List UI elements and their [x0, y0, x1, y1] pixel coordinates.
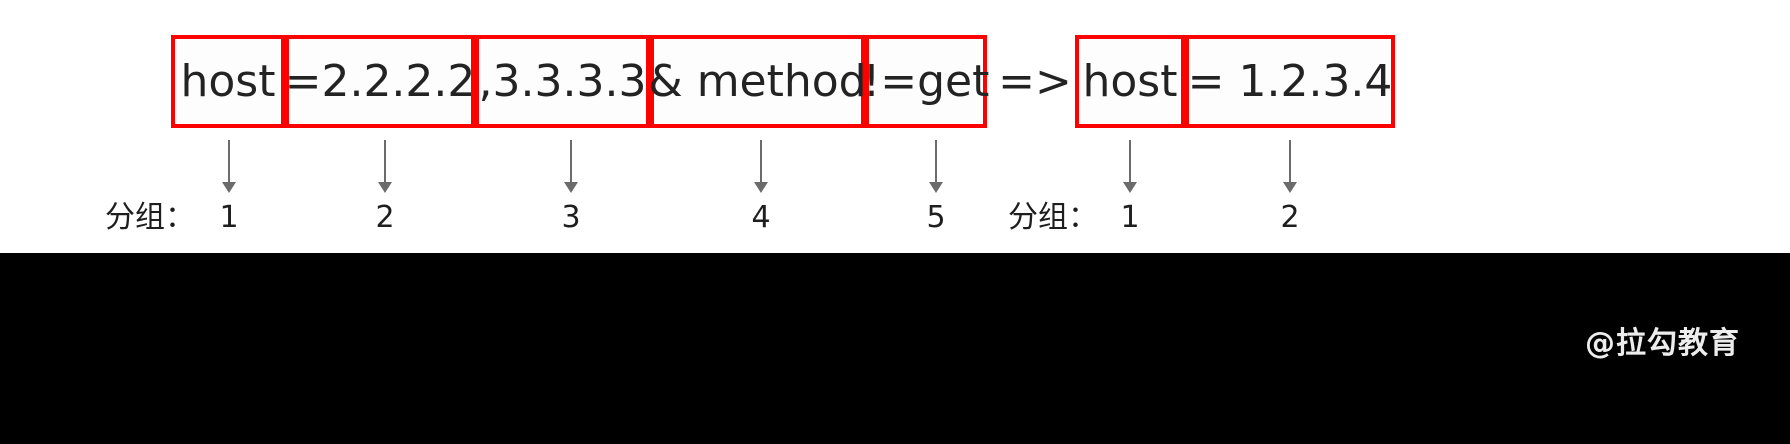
watermark-label: @拉勾教育 — [1585, 326, 1740, 361]
expression-token-equals-1234[interactable]: = 1.2.3.4 — [1185, 35, 1395, 128]
group-caption-left: 分组： — [105, 200, 195, 235]
group-arrow-left-4 — [754, 140, 768, 193]
group-number-left-2: 2 — [375, 200, 395, 235]
group-arrow-left-5 — [929, 140, 943, 193]
group-number-right-1: 1 — [1120, 200, 1140, 235]
group-arrow-right-2 — [1283, 140, 1297, 193]
expression-token-notequals-get[interactable]: !=get — [863, 35, 989, 128]
group-number-left-5: 5 — [926, 200, 946, 235]
expression-token-and-method[interactable]: & method — [648, 35, 867, 128]
group-number-left-1: 1 — [219, 200, 239, 235]
group-arrow-right-1 — [1123, 140, 1137, 193]
expression-token-equals-2222[interactable]: =2.2.2.2 — [285, 35, 475, 128]
expression-row: host =2.2.2.2 ,3.3.3.3 & method !=get =>… — [171, 35, 1395, 128]
expression-token-comma-3333[interactable]: ,3.3.3.3 — [475, 35, 650, 128]
group-arrow-left-1 — [222, 140, 236, 193]
group-arrow-left-3 — [564, 140, 578, 193]
group-arrow-left-2 — [378, 140, 392, 193]
group-number-right-2: 2 — [1280, 200, 1300, 235]
slide-content-area: host =2.2.2.2 ,3.3.3.3 & method !=get =>… — [0, 0, 1790, 253]
group-caption-right: 分组： — [1008, 200, 1098, 235]
expression-token-host-left[interactable]: host — [171, 35, 285, 128]
expression-token-host-right[interactable]: host — [1075, 35, 1185, 128]
group-number-left-3: 3 — [561, 200, 581, 235]
expression-token-implies-operator: => — [998, 55, 1072, 107]
group-number-left-4: 4 — [751, 200, 771, 235]
